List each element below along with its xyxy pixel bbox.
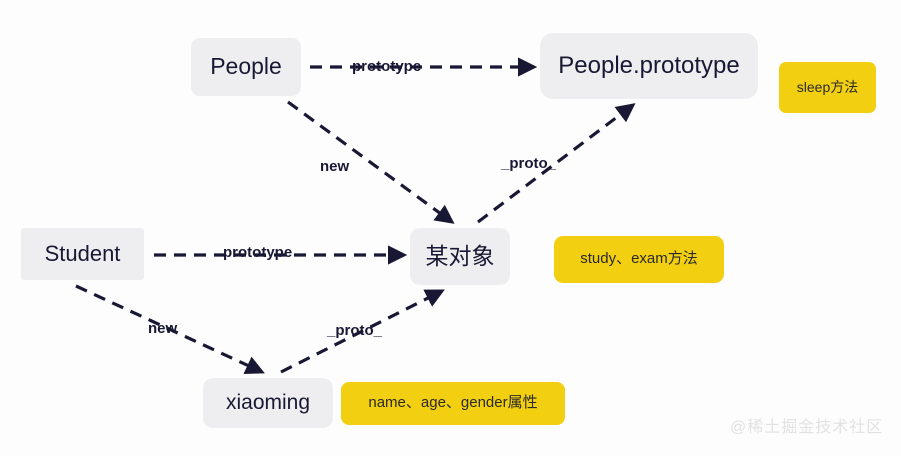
node-sleep-methods[interactable]: sleep方法 [779, 62, 876, 113]
watermark: @稀土掘金技术社区 [730, 419, 884, 436]
edge-label-prototype-top: prototype [352, 58, 422, 75]
edge-label-new-bottom: new [148, 320, 178, 337]
node-name-age-gender-attributes[interactable]: name、age、gender属性 [341, 382, 565, 425]
node-xiaoming[interactable]: xiaoming [203, 378, 333, 428]
node-people[interactable]: People [191, 38, 301, 96]
node-some-object[interactable]: 某对象 [410, 228, 510, 285]
node-people-prototype[interactable]: People.prototype [540, 33, 758, 99]
edge-label-proto-top: _proto_ [501, 155, 557, 172]
edge-label-new-top: new [320, 158, 350, 175]
node-student[interactable]: Student [21, 228, 144, 280]
edge-label-proto-bottom: _proto_ [327, 322, 383, 339]
edge-label-prototype-middle: prototype [223, 244, 293, 261]
node-study-exam-methods[interactable]: study、exam方法 [554, 236, 724, 283]
edge-people-to-object [287, 100, 455, 224]
